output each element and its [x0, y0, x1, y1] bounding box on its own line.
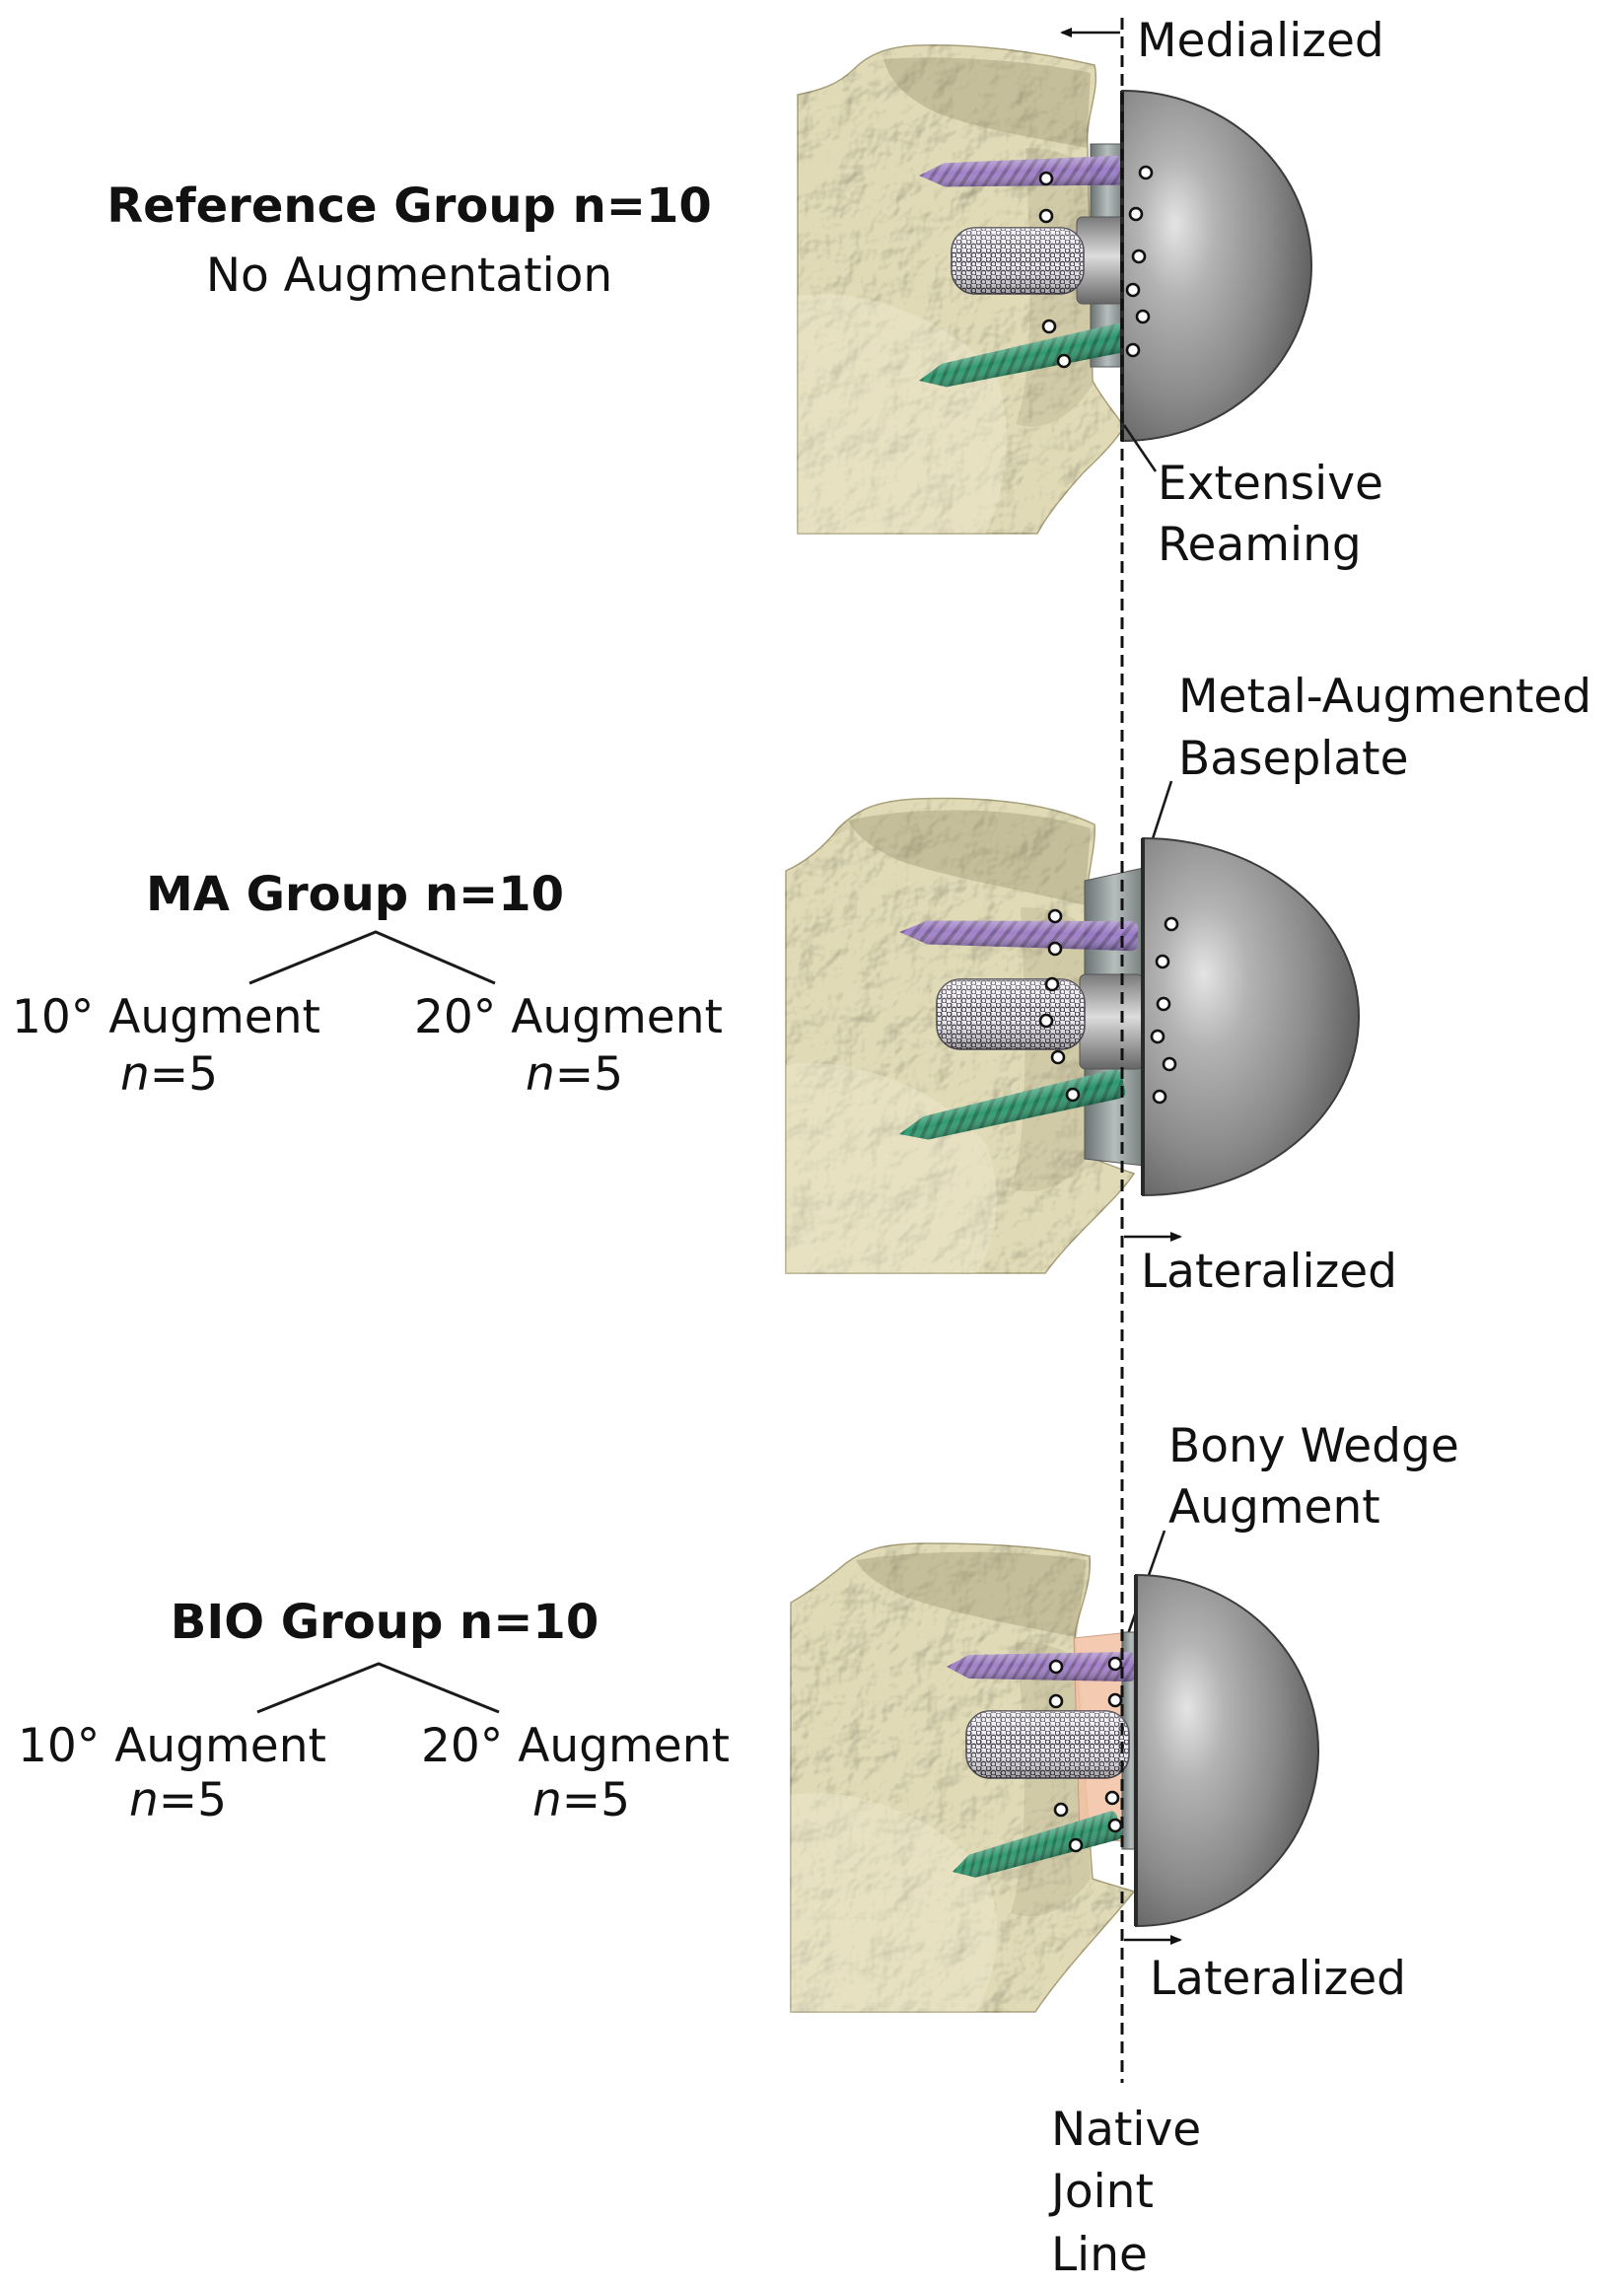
bony-wedge-callout-line-1: Bony Wedge — [1168, 1419, 1459, 1473]
marker-dot — [1152, 1089, 1167, 1105]
marker-dots — [1048, 1656, 1123, 1853]
marker-dot — [1135, 309, 1151, 324]
bone-highlight — [791, 1793, 997, 2012]
bio-group-branch-lines — [256, 1662, 500, 1714]
reaming-callout-line-2: Reaming — [1158, 518, 1362, 572]
bone-shadow — [883, 57, 1091, 148]
marker-dot — [1125, 282, 1141, 298]
marker-dot — [1107, 1692, 1123, 1708]
ma-branch-10-label: 10° Augment — [12, 990, 320, 1044]
bio-branch-20-label: 20° Augment — [421, 1719, 730, 1773]
bio-branch-20-count: n=5 — [532, 1773, 630, 1827]
bio-branch-10-count: n=5 — [129, 1773, 227, 1827]
marker-dot — [1128, 206, 1144, 222]
native-joint-line: Medialized Native Joint Line — [1048, 14, 1384, 2282]
bio-lateralized-label: Lateralized — [1150, 1952, 1406, 2006]
ma-branch-20-count: n=5 — [526, 1047, 623, 1102]
reference-group: Reference Group n=10 No Augmentation — [106, 43, 1383, 572]
n-value: =5 — [562, 1773, 630, 1827]
bone-shadow — [848, 810, 1091, 905]
medialized-label: Medialized — [1137, 14, 1384, 68]
metal-augment-callout-line-1: Metal-Augmented — [1178, 670, 1591, 724]
ma-branch-20-label: 20° Augment — [414, 990, 723, 1044]
marker-dot — [1038, 1013, 1054, 1029]
marker-dot — [1131, 249, 1147, 264]
marker-dot — [1050, 1049, 1066, 1065]
marker-dots — [1038, 165, 1154, 369]
marker-dot — [1125, 342, 1141, 358]
ma-lateralized-label: Lateralized — [1141, 1245, 1397, 1299]
marker-dot — [1038, 171, 1054, 186]
ma-group-branch-lines — [248, 930, 496, 985]
bio-branch-10-label: 10° Augment — [18, 1719, 326, 1773]
joint-line-label-1: Native — [1051, 2103, 1201, 2157]
marker-dot — [1047, 941, 1063, 957]
reference-group-subtitle: No Augmentation — [206, 249, 612, 303]
marker-dot — [1065, 1087, 1081, 1103]
n-symbol: n — [120, 1047, 150, 1102]
porous-peg-shade — [952, 228, 1084, 294]
marker-dot — [1164, 916, 1179, 932]
n-symbol: n — [129, 1773, 159, 1827]
reaming-leader-line — [1122, 424, 1158, 472]
ma-group-title: MA Group n=10 — [146, 867, 564, 922]
bony-wedge-callout-line-2: Augment — [1168, 1480, 1380, 1535]
marker-dot — [1107, 1818, 1123, 1833]
bio-group: Bony Wedge Augment BIO Group n=10 10° Au… — [18, 1419, 1459, 2013]
bio-group-title: BIO Group n=10 — [171, 1595, 599, 1650]
glenosphere — [1121, 89, 1312, 443]
marker-dot — [1048, 1693, 1064, 1709]
marker-dots — [1038, 908, 1179, 1105]
marker-dot — [1138, 165, 1154, 180]
n-symbol: n — [532, 1773, 562, 1827]
marker-dot — [1155, 954, 1170, 969]
marker-dot — [1041, 319, 1057, 334]
bone-shadow — [856, 1551, 1087, 1637]
marker-dot — [1044, 976, 1060, 992]
n-symbol: n — [526, 1047, 555, 1102]
n-value: =5 — [159, 1773, 227, 1827]
marker-dot — [1150, 1029, 1165, 1044]
bone-highlight — [798, 294, 1007, 534]
central-post — [1079, 973, 1144, 1070]
glenosphere — [1142, 836, 1360, 1197]
joint-line-label-3: Line — [1051, 2228, 1148, 2282]
metal-augment-callout-line-2: Baseplate — [1178, 732, 1409, 786]
marker-dot — [1068, 1837, 1084, 1853]
marker-dot — [1056, 353, 1072, 369]
joint-line-label-2: Joint — [1048, 2165, 1154, 2219]
ma-group: Metal-Augmented Baseplate MA Group n=10 … — [12, 670, 1591, 1299]
marker-dot — [1047, 908, 1063, 924]
bio-implant-render — [790, 1542, 1319, 2013]
marker-dot — [1038, 208, 1054, 224]
marker-dot — [1107, 1656, 1123, 1672]
marker-dot — [1162, 1056, 1177, 1072]
porous-peg-shade — [966, 1711, 1129, 1778]
marker-dot — [1053, 1802, 1069, 1818]
ma-branch-10-count: n=5 — [120, 1047, 218, 1102]
reaming-callout-line-1: Extensive — [1158, 457, 1383, 511]
ma-implant-render — [785, 797, 1360, 1274]
marker-dot — [1156, 996, 1171, 1012]
n-value: =5 — [555, 1047, 623, 1102]
porous-peg-shade — [937, 979, 1085, 1049]
n-value: =5 — [150, 1047, 218, 1102]
glenosphere — [1135, 1573, 1319, 1928]
marker-dot — [1048, 1659, 1064, 1675]
marker-dot — [1104, 1790, 1120, 1806]
reference-group-title: Reference Group n=10 — [106, 179, 712, 234]
superior-screw — [947, 1652, 1135, 1681]
